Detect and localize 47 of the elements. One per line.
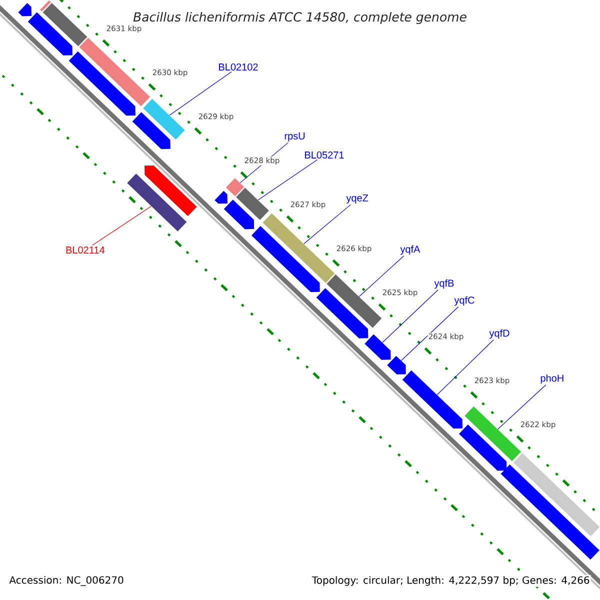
- gene-feature: [458, 424, 507, 471]
- title: Bacillus licheniformis ATCC 14580, complete genome: [133, 12, 466, 24]
- accession-text: Accession: NC_006270: [8, 575, 125, 587]
- gene-label: yqfB: [434, 279, 454, 289]
- leader-line: [382, 290, 438, 343]
- gene-feature: [387, 356, 406, 374]
- gene-feature: [251, 226, 320, 292]
- gene-feature: [144, 165, 197, 216]
- genome-info-text: Topology: circular; Length: 4,222,597 bp; Genes: 4,266: [310, 575, 591, 587]
- gene-feature: [18, 2, 32, 16]
- gene-feature: [68, 51, 136, 116]
- gene-label: yqfC: [454, 296, 474, 306]
- gene-feature: [127, 174, 187, 232]
- gene-feature: [226, 178, 244, 196]
- gene-feature: [143, 98, 185, 140]
- leader-line: [358, 256, 404, 297]
- leader-line: [436, 340, 494, 396]
- gene-feature: [364, 334, 391, 360]
- gene-feature: [28, 12, 72, 56]
- gene-feature: [402, 370, 462, 429]
- gene-label: yqfD: [489, 329, 510, 339]
- gene-feature: [513, 453, 600, 536]
- gene-label: yqfA: [400, 245, 420, 255]
- gene-label: BL02114: [66, 246, 104, 254]
- gene-feature: [79, 38, 150, 106]
- gene-label: yqeZ: [346, 194, 368, 204]
- leader-line: [169, 71, 232, 116]
- gene-label: phoH: [540, 374, 564, 384]
- gene-label: BL05271: [305, 151, 344, 159]
- gene-feature: [224, 200, 254, 230]
- gene-feature: [214, 190, 228, 204]
- gene-feature: [42, 2, 88, 46]
- gene-feature: [132, 112, 170, 150]
- gene-feature: [40, 0, 51, 12]
- gene-feature: [262, 213, 335, 283]
- leader-line: [401, 306, 459, 361]
- leader-line: [92, 206, 152, 246]
- gene-label: BL02102: [219, 63, 258, 71]
- leader-line: [258, 159, 318, 200]
- gene-label: rpsU: [284, 132, 305, 142]
- gene-feature: [236, 188, 269, 220]
- gene-feature: [500, 464, 600, 560]
- leader-line: [497, 384, 546, 430]
- gene-feature: [316, 288, 368, 338]
- gene-feature: [464, 406, 522, 462]
- leader-line: [304, 204, 351, 244]
- gene-feature: [326, 274, 382, 328]
